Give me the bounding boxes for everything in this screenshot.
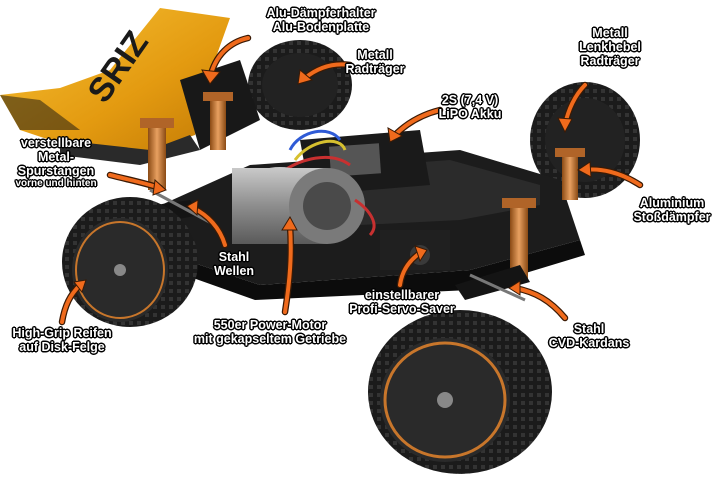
label-spurstangen: verstellbare Metal- Spurstangen vorne un… bbox=[4, 136, 108, 190]
label-kardans-line2: CVD-Kardans bbox=[548, 336, 630, 350]
label-metall-lenkhebel-line2: Lenkhebel bbox=[579, 40, 641, 54]
label-stahl-wellen-line1: Stahl bbox=[218, 250, 250, 264]
arrow-motor bbox=[281, 215, 298, 316]
arrow-alu-stossdaempfer bbox=[577, 161, 644, 189]
label-spurstangen-line3: Spurstangen bbox=[17, 164, 95, 178]
rear-left-tire bbox=[62, 197, 198, 327]
label-alu-stossdaempfer: Aluminium Stoßdämpfer bbox=[628, 196, 716, 224]
label-motor: 550er Power-Motor mit gekapseltem Getrie… bbox=[180, 318, 360, 346]
label-servo-saver-line2: Profi-Servo-Saver bbox=[349, 302, 455, 316]
label-metall-lenkhebel: Metall Lenkhebel Radträger bbox=[570, 26, 650, 68]
motor bbox=[232, 167, 376, 244]
label-alu-daempferhalter-line2: Alu-Bodenplatte bbox=[272, 20, 370, 34]
label-alu-daempferhalter: Alu-Dämpferhalter Alu-Bodenplatte bbox=[247, 6, 395, 34]
label-metall-lenkhebel-line1: Metall bbox=[592, 26, 628, 40]
label-alu-stossdaempfer-line2: Stoßdämpfer bbox=[633, 210, 711, 224]
label-servo-saver-line1: einstellbarer bbox=[364, 288, 440, 302]
label-akku-line1: 2S (7,4 V) bbox=[441, 93, 499, 107]
label-metall-radtraeger-line2: Radträger bbox=[345, 62, 405, 76]
arrow-alu-daempferhalter bbox=[201, 34, 252, 85]
front-left-tire bbox=[368, 310, 552, 474]
label-spurstangen-line1: verstellbare bbox=[20, 136, 92, 150]
label-reifen-line1: High-Grip Reifen bbox=[12, 326, 112, 340]
label-akku-line2: LiPO Akku bbox=[438, 107, 502, 121]
label-servo-saver: einstellbarer Profi-Servo-Saver bbox=[340, 288, 464, 316]
label-motor-line1: 550er Power-Motor bbox=[213, 318, 327, 332]
label-reifen: High-Grip Reifen auf Disk-Felge bbox=[0, 326, 124, 354]
label-stahl-wellen: Stahl Wellen bbox=[210, 250, 258, 278]
arrow-metall-lenkhebel bbox=[557, 81, 589, 134]
label-alu-daempferhalter-line1: Alu-Dämpferhalter bbox=[266, 6, 376, 20]
front-shocks bbox=[502, 148, 585, 280]
label-metall-radtraeger-line1: Metall bbox=[357, 48, 393, 62]
label-stahl-wellen-line2: Wellen bbox=[213, 264, 255, 278]
label-alu-stossdaempfer-line1: Aluminium bbox=[639, 196, 705, 210]
label-spurstangen-line2: Metal- bbox=[37, 150, 75, 164]
label-spurstangen-line4: vorne und hinten bbox=[15, 178, 97, 189]
label-akku: 2S (7,4 V) LiPO Akku bbox=[428, 93, 512, 121]
label-kardans: Stahl CVD-Kardans bbox=[544, 322, 634, 350]
label-metall-lenkhebel-line3: Radträger bbox=[580, 54, 640, 68]
arrow-metall-radtraeger bbox=[297, 61, 354, 85]
arrow-servo-saver bbox=[396, 245, 428, 289]
arrow-akku bbox=[387, 106, 444, 143]
arrow-stahl-wellen bbox=[186, 199, 229, 249]
label-reifen-line2: auf Disk-Felge bbox=[19, 340, 105, 354]
rear-shocks bbox=[140, 60, 260, 190]
arrow-kardans bbox=[508, 280, 569, 322]
arrow-spurstangen bbox=[106, 171, 167, 196]
label-kardans-line1: Stahl bbox=[573, 322, 605, 336]
arrow-reifen bbox=[58, 279, 87, 326]
label-metall-radtraeger: Metall Radträger bbox=[340, 48, 410, 76]
label-motor-line2: mit gekapseltem Getriebe bbox=[193, 332, 347, 346]
